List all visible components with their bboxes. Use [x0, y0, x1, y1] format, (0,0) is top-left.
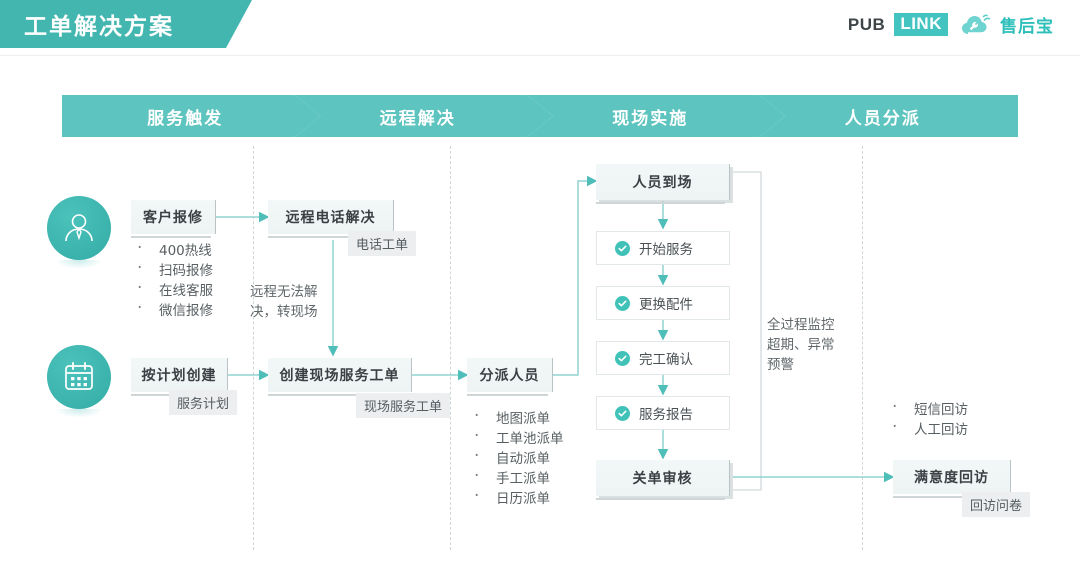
check-circle-icon [615, 350, 630, 366]
chip-phone-order: 电话工单 [348, 231, 417, 256]
chip-label: 电话工单 [356, 238, 409, 253]
stage-onsite-execution[interactable]: 现场实施 [527, 95, 786, 137]
calendar-icon [47, 345, 111, 418]
stage-label: 服务触发 [147, 108, 224, 129]
title-banner: 工单解决方案 [0, 0, 252, 48]
column-divider-2 [450, 146, 451, 550]
step-completion-confirm[interactable]: 完工确认 [596, 341, 730, 375]
chip-label: 回访问卷 [970, 499, 1023, 514]
stage-staff-dispatch[interactable]: 人员分派 [759, 95, 1018, 137]
check-circle-icon [615, 405, 630, 421]
step-service-report[interactable]: 服务报告 [596, 396, 730, 430]
chip-label: 现场服务工单 [364, 400, 443, 415]
logo-link-text: LINK [894, 13, 948, 36]
list-item: 扫码报修 [133, 258, 213, 281]
step-label: 服务报告 [639, 407, 693, 423]
box-remote-phone-resolve[interactable]: 远程电话解决 [268, 200, 394, 238]
check-circle-icon [615, 295, 630, 311]
stage-label: 人员分派 [844, 108, 921, 129]
report-channel-list: 400热线 扫码报修 在线客服 微信报修 [133, 238, 213, 321]
wrench-cloud-icon [961, 13, 991, 37]
stage-label: 远程解决 [379, 108, 456, 129]
header-divider [0, 55, 1080, 56]
box-staff-arrive[interactable]: 人员到场 [596, 164, 730, 204]
step-label: 开始服务 [639, 242, 693, 258]
box-close-audit[interactable]: 关单审核 [596, 460, 730, 500]
stage-label: 现场实施 [612, 108, 689, 129]
person-icon [47, 196, 111, 269]
revisit-method-list: 短信回访 人工回访 [888, 397, 968, 440]
box-label: 人员到场 [632, 175, 693, 191]
box-label: 关单审核 [632, 471, 693, 487]
list-item: 日历派单 [470, 486, 564, 509]
box-label: 分派人员 [479, 368, 540, 384]
list-item: 地图派单 [470, 406, 564, 429]
box-label: 创建现场服务工单 [279, 368, 400, 384]
stage-service-trigger[interactable]: 服务触发 [62, 95, 321, 137]
stage-bar: 服务触发 远程解决 现场实施 人员分派 [62, 95, 1018, 137]
step-label: 完工确认 [639, 352, 693, 368]
stage-remote-resolve[interactable]: 远程解决 [295, 95, 554, 137]
list-item: 在线客服 [133, 278, 213, 301]
dispatch-method-list: 地图派单 工单池派单 自动派单 手工派单 日历派单 [470, 406, 564, 509]
page-header: 工单解决方案 PUB LINK 售后宝 [0, 0, 1080, 56]
list-item: 手工派单 [470, 466, 564, 489]
list-item: 微信报修 [133, 298, 213, 321]
list-item: 人工回访 [888, 417, 968, 440]
column-divider-1 [253, 146, 254, 550]
chip-label: 服务计划 [177, 397, 230, 412]
logo-pub-text: PUB [847, 14, 886, 34]
chip-onsite-order: 现场服务工单 [356, 393, 451, 418]
box-label: 按计划创建 [141, 368, 217, 384]
chip-questionnaire: 回访问卷 [962, 492, 1031, 517]
box-label: 远程电话解决 [285, 210, 376, 226]
logo-brand-cn: 售后宝 [1000, 17, 1054, 37]
step-label: 更换配件 [639, 297, 693, 313]
box-satisfaction-revisit[interactable]: 满意度回访 [893, 460, 1011, 498]
box-create-onsite-order[interactable]: 创建现场服务工单 [268, 358, 412, 396]
step-start-service[interactable]: 开始服务 [596, 231, 730, 265]
brand-logo: PUB LINK 售后宝 [848, 12, 1054, 37]
column-divider-3 [862, 146, 863, 550]
note-monitor: 全过程监控 超期、异常 预警 [767, 317, 835, 373]
box-label: 客户报修 [143, 210, 203, 226]
list-item: 工单池派单 [470, 426, 564, 449]
check-circle-icon [615, 240, 630, 256]
step-replace-parts[interactable]: 更换配件 [596, 286, 730, 320]
list-item: 短信回访 [888, 397, 968, 420]
box-label: 满意度回访 [914, 470, 989, 486]
box-assign-staff[interactable]: 分派人员 [467, 358, 553, 396]
list-item: 400热线 [133, 238, 213, 261]
note-remote-fail: 远程无法解 决，转现场 [250, 284, 318, 320]
page-title: 工单解决方案 [24, 14, 174, 40]
list-item: 自动派单 [470, 446, 564, 469]
chip-service-plan: 服务计划 [169, 390, 238, 415]
box-customer-report[interactable]: 客户报修 [131, 200, 216, 238]
box-plan-create[interactable]: 按计划创建 [131, 358, 228, 396]
